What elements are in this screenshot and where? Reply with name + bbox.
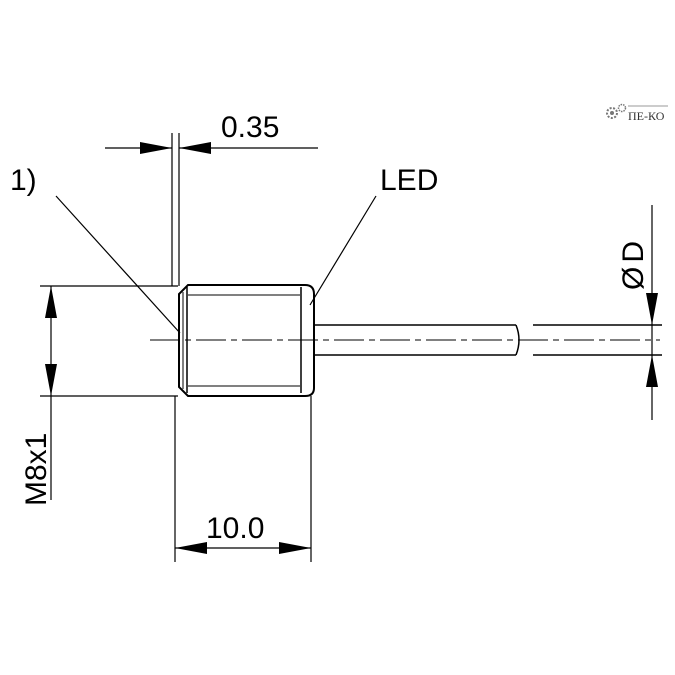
length-dimension-label: 10.0 xyxy=(206,512,264,545)
cable xyxy=(314,324,662,356)
diameter-dimension xyxy=(646,205,658,420)
thread-dimension-label: M8x1 xyxy=(20,433,53,506)
logo-text: ПЕ-КО xyxy=(628,109,665,123)
diameter-label: ØD xyxy=(617,241,650,290)
footnote-label: 1) xyxy=(10,164,37,197)
company-logo: ПЕ-КО xyxy=(606,103,668,123)
diameter-symbol: Ø xyxy=(617,267,650,290)
thread-dimension xyxy=(40,285,178,500)
led-leader xyxy=(309,195,377,306)
footnote-leader xyxy=(55,195,181,334)
length-dimension xyxy=(174,396,312,562)
offset-dimension xyxy=(105,133,318,286)
diameter-value: D xyxy=(617,241,650,263)
offset-dimension-label: 0.35 xyxy=(221,111,279,144)
led-label: LED xyxy=(380,164,438,197)
